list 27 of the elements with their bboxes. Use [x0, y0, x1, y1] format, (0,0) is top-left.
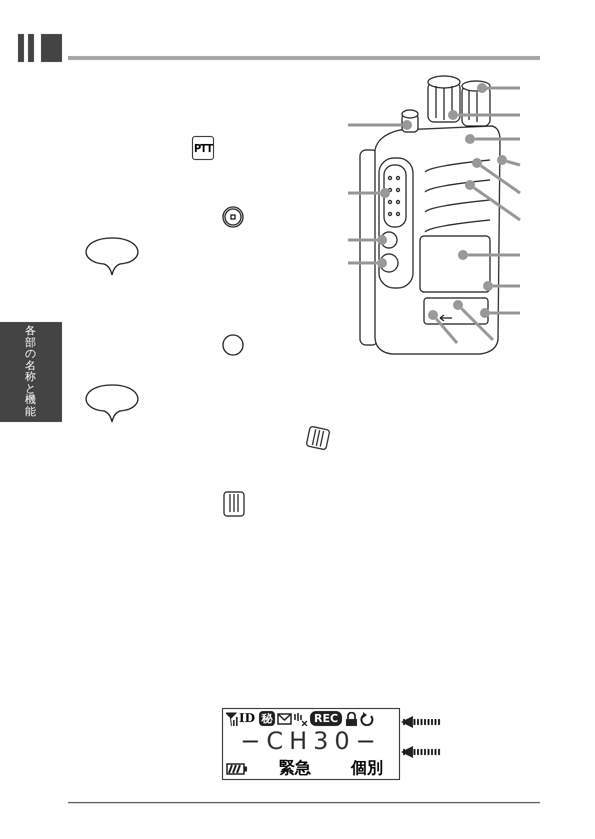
status-badge: 秘 [259, 711, 275, 726]
status-badge: REC [310, 711, 342, 726]
leader-line [506, 160, 520, 166]
leader-line [480, 164, 521, 194]
leader-line [348, 124, 402, 126]
leader-line [348, 192, 380, 194]
leader-line [458, 114, 520, 116]
key-symbol: PTT [192, 136, 214, 160]
leader-line [460, 307, 494, 342]
leader-line [348, 262, 377, 264]
tab-label: 各部の名称と機能 [24, 325, 37, 417]
status-text: 個別 [351, 758, 383, 779]
leader-line [475, 138, 520, 140]
status-text: ID [239, 711, 256, 725]
leader-line [493, 284, 520, 288]
arrow [401, 746, 440, 758]
arrow [401, 716, 440, 728]
leader-line [348, 238, 377, 242]
leader-line [487, 86, 520, 90]
leader-line [490, 312, 520, 314]
status-text: 緊急 [279, 758, 311, 779]
leader-line [435, 318, 458, 344]
channel-text: −CH30− [239, 728, 383, 754]
leader-line [473, 186, 521, 222]
leader-line [468, 254, 520, 256]
leader-dot [497, 155, 507, 165]
lcd-display [222, 708, 400, 780]
